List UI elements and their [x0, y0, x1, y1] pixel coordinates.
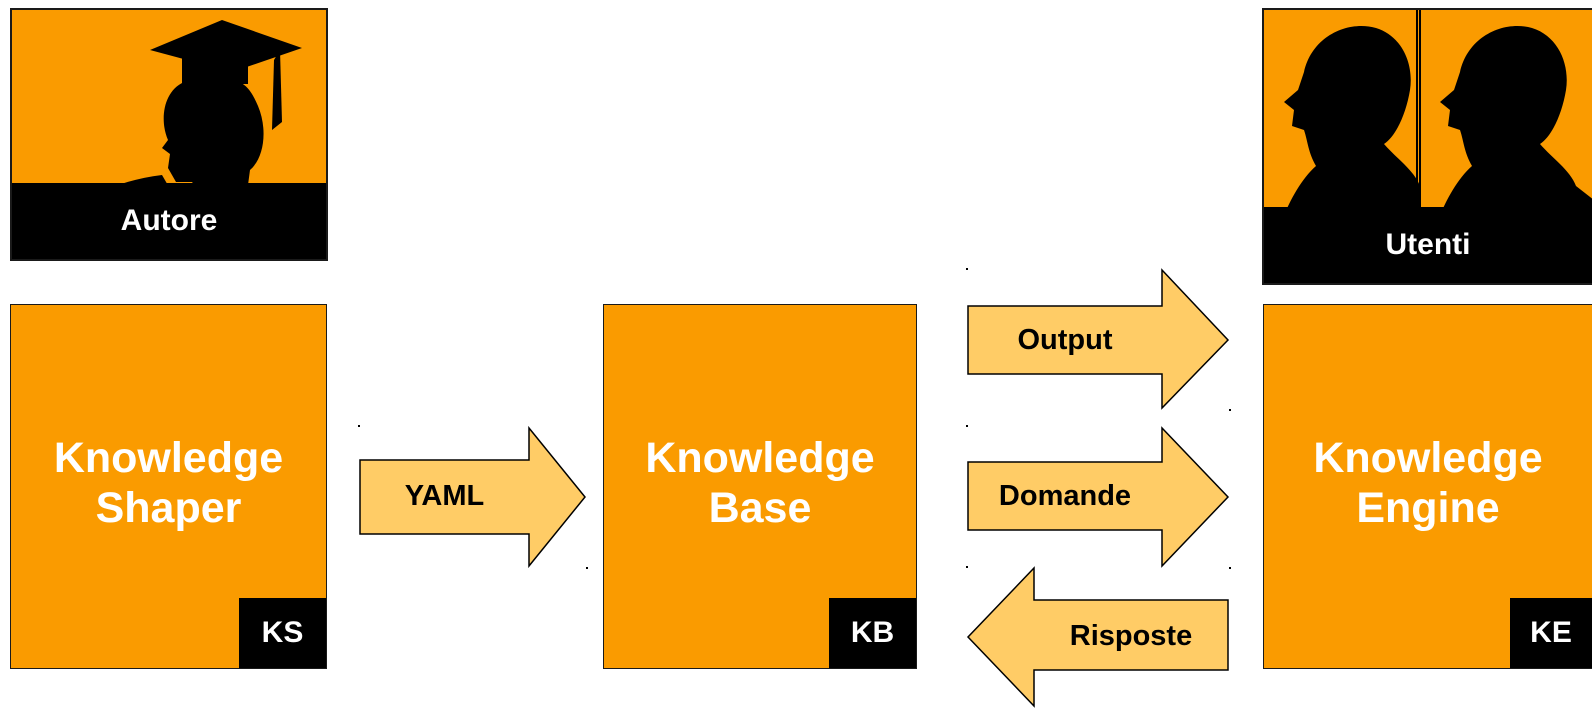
knowledge-engine-title: Knowledge Engine	[1313, 434, 1543, 532]
tick-mark	[966, 425, 968, 427]
tick-mark	[1229, 409, 1231, 411]
users-card: Utenti	[1262, 8, 1592, 285]
users-label: Utenti	[1264, 207, 1592, 283]
domande-label: Domande	[998, 480, 1132, 512]
yaml-arrow: YAML	[358, 425, 588, 569]
ks-tag: KS	[239, 598, 326, 668]
knowledge-shaper-box: Knowledge Shaper KS	[10, 304, 327, 669]
tick-mark	[966, 566, 968, 568]
output-arrow: Output	[966, 268, 1231, 410]
knowledge-engine-box: Knowledge Engine KE	[1263, 304, 1592, 669]
output-label: Output	[1017, 324, 1113, 356]
knowledge-shaper-title: Knowledge Shaper	[53, 434, 284, 532]
author-card: Autore	[10, 8, 328, 261]
person-silhouette-icon	[1282, 10, 1592, 221]
yaml-label: YAML	[404, 480, 485, 512]
risposte-arrow: Risposte	[966, 566, 1231, 708]
risposte-label: Risposte	[1069, 620, 1193, 652]
domande-arrow: Domande	[966, 426, 1231, 568]
tick-mark	[1229, 567, 1231, 569]
knowledge-base-title: Knowledge Base	[645, 434, 875, 532]
ke-tag: KE	[1510, 598, 1592, 668]
tick-mark	[586, 567, 588, 569]
author-label: Autore	[12, 183, 326, 259]
tick-mark	[966, 268, 968, 270]
tick-mark	[358, 425, 360, 427]
knowledge-base-box: Knowledge Base KB	[603, 304, 917, 669]
kb-tag: KB	[829, 598, 916, 668]
